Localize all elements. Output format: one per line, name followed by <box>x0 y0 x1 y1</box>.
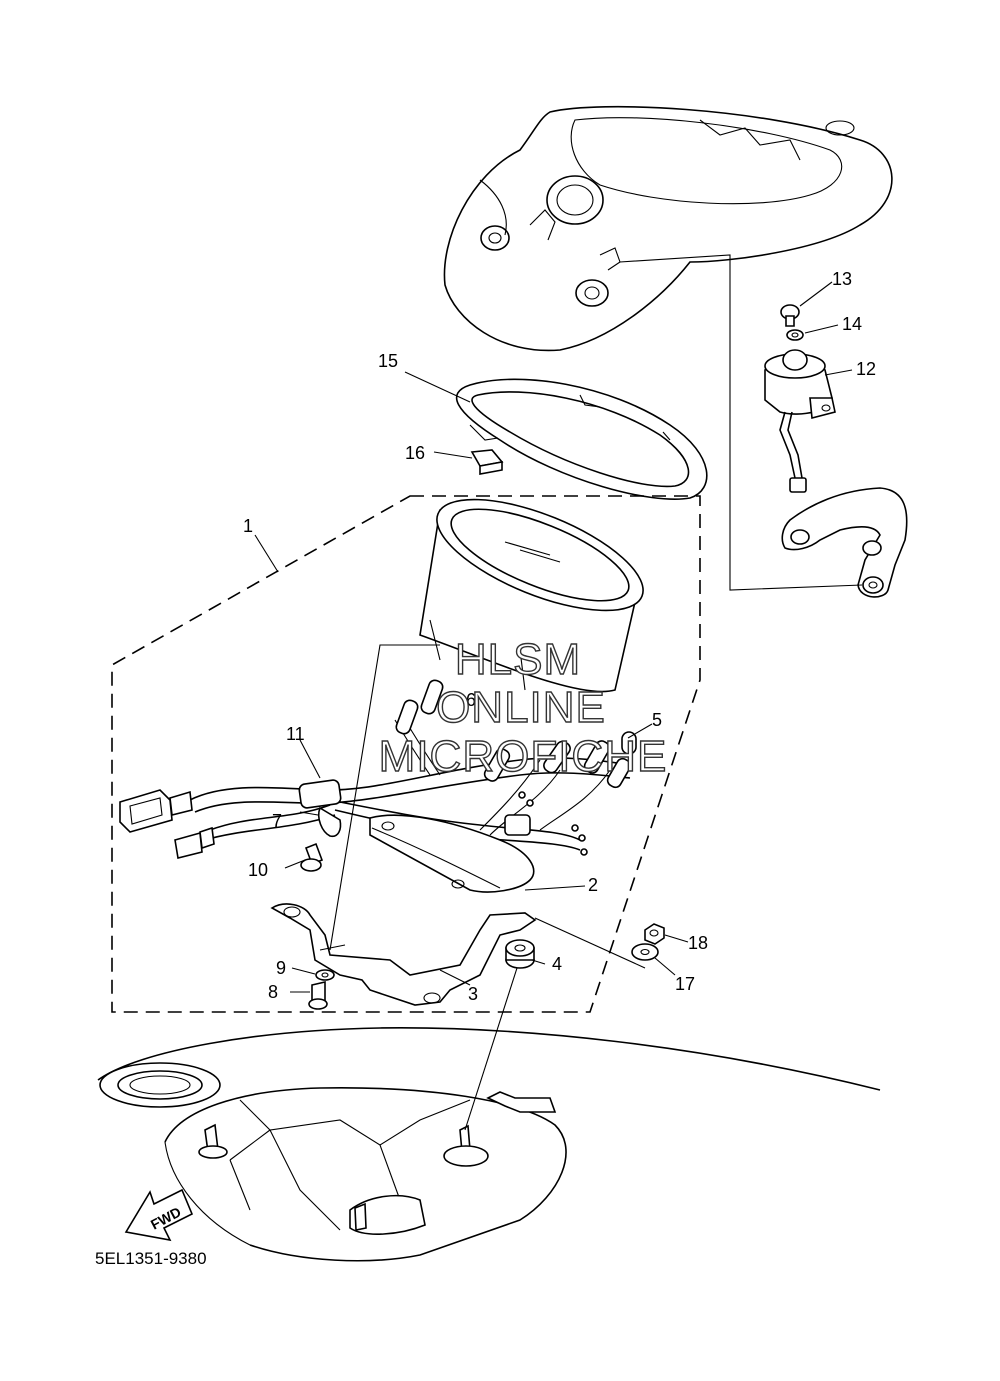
callout-16: 16 <box>405 443 425 463</box>
callout-4: 4 <box>552 954 562 974</box>
callout-1: 1 <box>243 516 253 536</box>
callout-labels: 1 2 3 4 5 6 7 8 9 10 11 12 13 14 15 16 1… <box>243 269 876 1004</box>
callout-18: 18 <box>688 933 708 953</box>
callout-14: 14 <box>842 314 862 334</box>
callout-3: 3 <box>468 984 478 1004</box>
connector-large <box>119 789 193 833</box>
lower-base <box>97 1027 881 1262</box>
part-code: 5EL1351-9380 <box>95 1249 207 1268</box>
callout-8: 8 <box>268 982 278 1002</box>
callout-10: 10 <box>248 860 268 880</box>
plate-2 <box>369 814 535 893</box>
bracket-3 <box>270 903 537 1006</box>
meter-body <box>419 498 644 693</box>
clip-16 <box>470 449 504 475</box>
washer-14 <box>786 329 804 341</box>
connector-small <box>174 826 215 859</box>
callout-5: 5 <box>652 710 662 730</box>
indicator-12 <box>764 349 836 493</box>
watermark-line-2: ONLINE <box>436 683 606 732</box>
callout-6: 6 <box>466 690 476 710</box>
bezel-ring <box>455 378 708 500</box>
callout-11: 11 <box>286 724 305 744</box>
nut-18 <box>644 923 665 945</box>
callout-2: 2 <box>588 875 598 895</box>
watermark: HLSM ONLINE MICROFICHE <box>378 634 668 781</box>
callout-17: 17 <box>675 974 695 994</box>
wire-harness <box>189 679 637 856</box>
screw-10 <box>300 842 324 872</box>
screw-8 <box>308 980 328 1010</box>
washer-17 <box>631 943 659 961</box>
callout-13: 13 <box>832 269 852 289</box>
fwd-arrow-icon: FWD <box>124 1188 194 1242</box>
callout-15: 15 <box>378 351 398 371</box>
callout-12: 12 <box>856 359 876 379</box>
stay-bracket <box>781 487 908 598</box>
callout-7: 7 <box>272 811 282 831</box>
leader-lines <box>254 254 863 1131</box>
watermark-line-1: HLSM <box>455 635 581 684</box>
upper-cover <box>443 105 893 352</box>
grommet-4 <box>505 939 535 969</box>
assembly-outline <box>111 495 701 1013</box>
watermark-line-3: MICROFICHE <box>379 732 668 781</box>
callout-9: 9 <box>276 958 286 978</box>
clamp-7 <box>317 806 342 838</box>
washer-9 <box>315 969 335 981</box>
screw-13 <box>780 304 800 327</box>
